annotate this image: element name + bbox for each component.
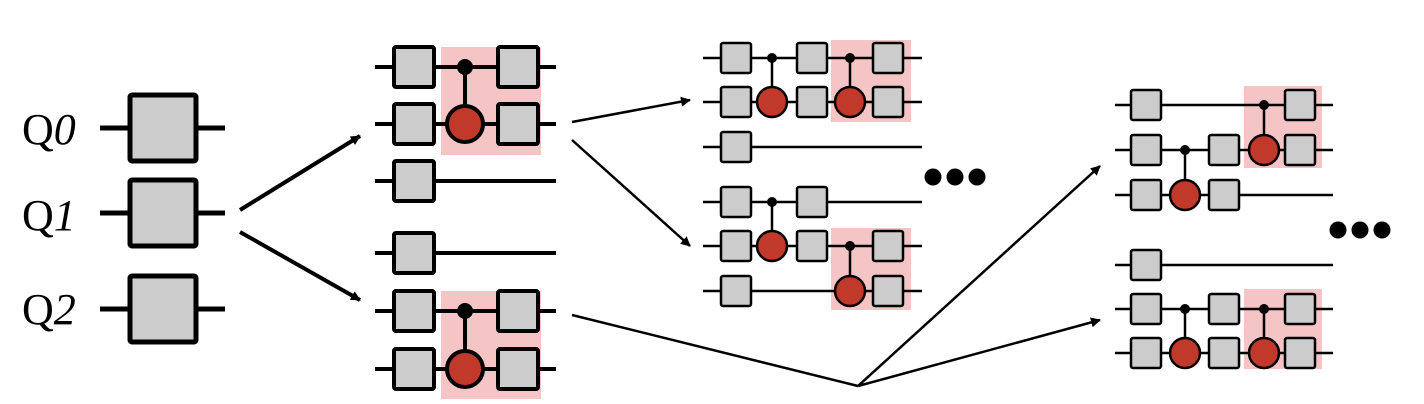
arrow — [571, 96, 691, 124]
target-node — [1247, 133, 1281, 167]
control-dot — [1259, 304, 1269, 314]
gate-box — [1207, 292, 1241, 326]
gate-box — [795, 41, 829, 75]
ellipsis-dot — [924, 168, 942, 186]
gate-box — [719, 130, 753, 164]
gate-box — [127, 273, 199, 345]
arrow-layer — [238, 96, 1101, 388]
target-node — [833, 274, 867, 308]
gate-box — [392, 347, 436, 391]
target-node — [755, 85, 789, 119]
target-node — [445, 349, 485, 389]
gate-box — [1283, 336, 1317, 370]
gate-box — [871, 85, 905, 119]
arrow — [857, 317, 1101, 388]
target-node — [1168, 178, 1202, 212]
ellipsis-dot — [1373, 221, 1391, 239]
gate-box — [795, 85, 829, 119]
gate-box — [392, 289, 436, 333]
ellipsis-dot — [968, 168, 986, 186]
arrow — [239, 230, 361, 302]
control-dot — [1180, 304, 1190, 314]
gate-box — [795, 185, 829, 219]
gate-box — [496, 45, 540, 89]
gate-box — [719, 185, 753, 219]
control-dot — [767, 197, 777, 207]
gate-box — [719, 41, 753, 75]
gate-box — [1207, 133, 1241, 167]
connector-line — [571, 313, 859, 388]
gate-box — [392, 102, 436, 146]
gate-box — [1283, 88, 1317, 122]
target-node — [1247, 336, 1281, 370]
gate-box — [496, 347, 540, 391]
target-node — [833, 85, 867, 119]
control-dot — [1259, 100, 1269, 110]
gate-box — [127, 92, 199, 164]
gate-box — [719, 229, 753, 263]
gate-box — [1207, 178, 1241, 212]
gate-box — [1129, 336, 1163, 370]
gate-box — [871, 41, 905, 75]
circuit-layer — [100, 40, 1391, 399]
gate-box — [127, 177, 199, 249]
ellipsis-dot — [946, 168, 964, 186]
gate-box — [496, 102, 540, 146]
gate-box — [1283, 292, 1317, 326]
gate-box — [392, 45, 436, 89]
control-dot — [767, 53, 777, 63]
gate-box — [1283, 133, 1317, 167]
gate-box — [1129, 133, 1163, 167]
arrow — [571, 139, 691, 247]
target-node — [445, 104, 485, 144]
gate-box — [871, 229, 905, 263]
gate-box — [719, 274, 753, 308]
gate-box — [392, 231, 436, 275]
gate-box — [871, 274, 905, 308]
gate-box — [1129, 88, 1163, 122]
gate-box — [1129, 248, 1163, 282]
gate-box — [795, 229, 829, 263]
gate-box — [719, 85, 753, 119]
gate-box — [1129, 292, 1163, 326]
gate-box — [496, 289, 540, 333]
qubit-label-0: Q0 — [22, 105, 76, 154]
gate-box — [1129, 178, 1163, 212]
control-dot — [457, 59, 473, 75]
gate-box — [1207, 336, 1241, 370]
control-dot — [1180, 145, 1190, 155]
target-node — [1168, 336, 1202, 370]
qubit-label-2: Q2 — [22, 285, 76, 334]
target-node — [755, 229, 789, 263]
ellipsis-dot — [1329, 221, 1347, 239]
control-dot — [845, 53, 855, 63]
control-dot — [845, 241, 855, 251]
gate-box — [392, 159, 436, 203]
ellipsis-dot — [1351, 221, 1369, 239]
arrow — [857, 165, 1101, 387]
control-dot — [457, 303, 473, 319]
qubit-label-1: Q1 — [22, 191, 76, 240]
arrow — [238, 134, 362, 212]
